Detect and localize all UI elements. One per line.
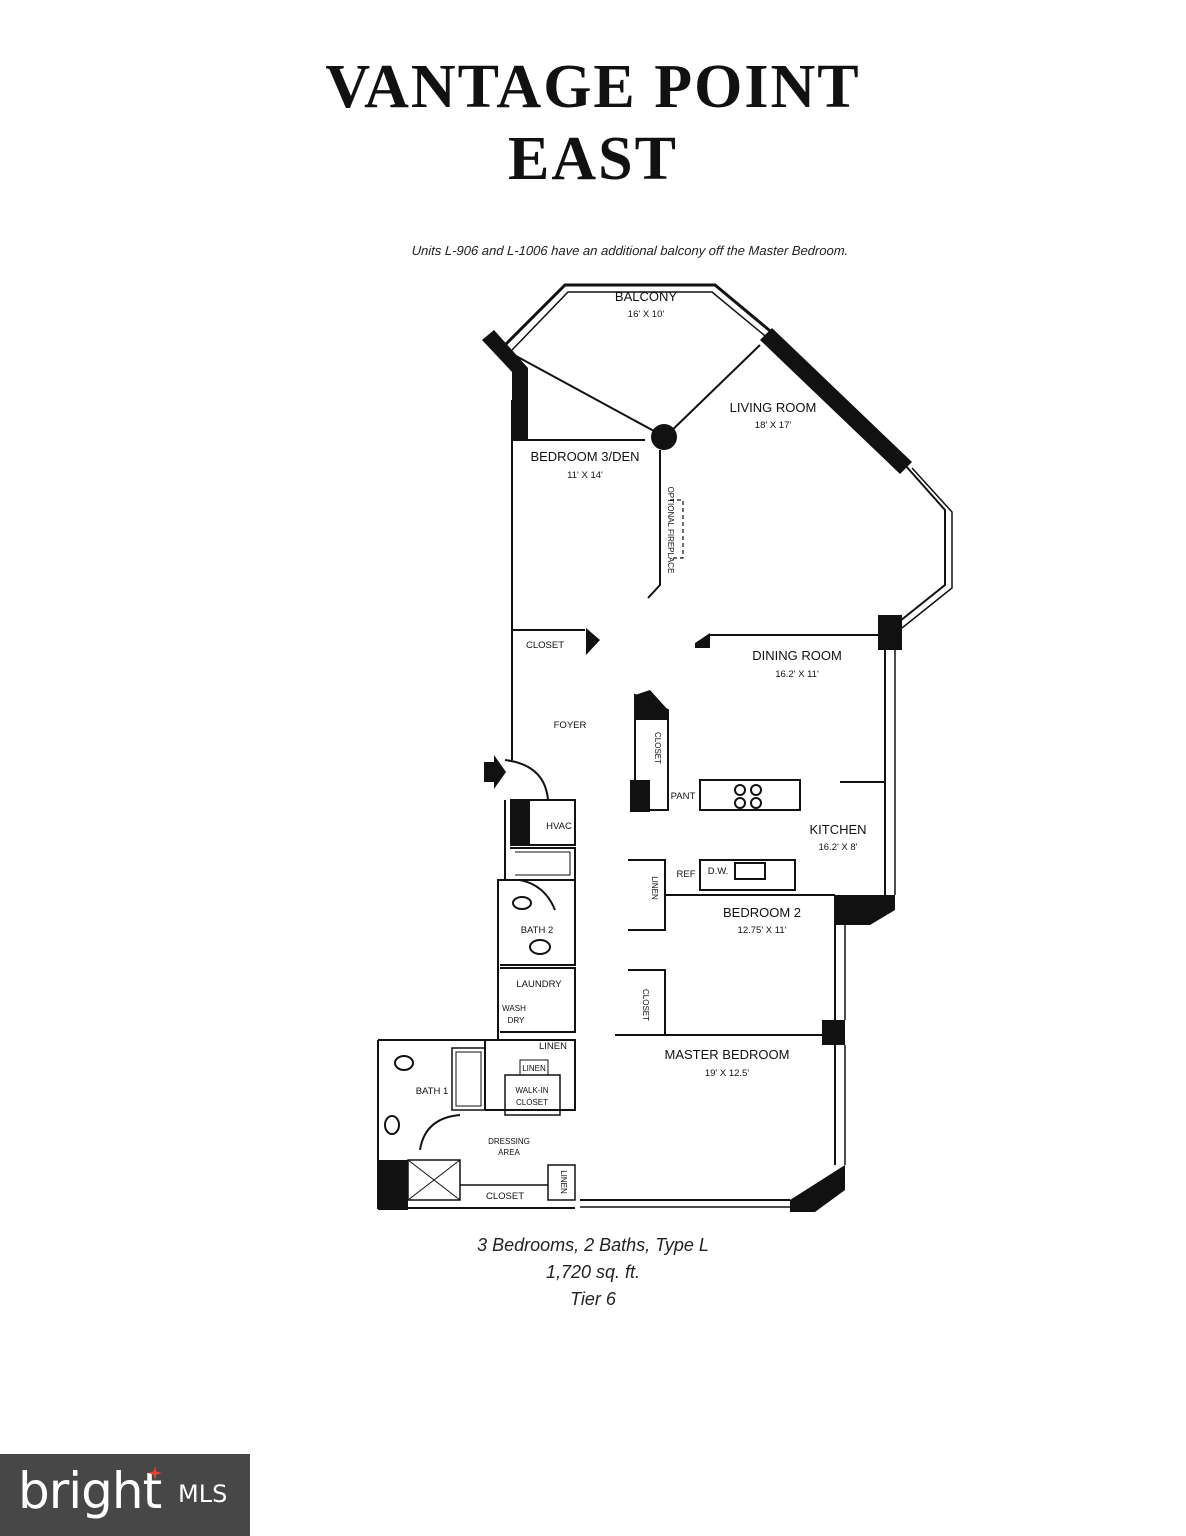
dishwasher-label: D.W. (708, 866, 729, 877)
balcony-label: BALCONY (615, 289, 677, 304)
balcony-dim: 16' X 10' (628, 309, 665, 320)
living-room-dim: 18' X 17' (755, 420, 792, 431)
logo-word: bright (18, 1462, 162, 1520)
building-title-line2: EAST (508, 125, 678, 193)
dining-room-label: DINING ROOM (752, 648, 842, 663)
logo-mls: MLS (178, 1480, 228, 1508)
hvac-label: HVAC (546, 821, 572, 832)
bedroom3-dim: 11' X 14' (567, 470, 603, 481)
bedroom2-dim: 12.75' X 11' (738, 925, 787, 936)
master-linen-label: LINEN (559, 1170, 568, 1194)
kitchen-label: KITCHEN (809, 822, 866, 837)
master-bedroom-dim: 19' X 12.5' (705, 1068, 749, 1079)
unit-summary: 3 Bedrooms, 2 Baths, Type L (477, 1235, 709, 1255)
master-closet-label: CLOSET (486, 1191, 524, 1202)
bright-mls-logo: bright MLS (0, 1454, 250, 1536)
hall-linen-label: LINEN (650, 876, 659, 900)
bath1-label: BATH 1 (416, 1086, 449, 1097)
bedroom2-label: BEDROOM 2 (723, 905, 801, 920)
foyer-closet-label: CLOSET (653, 732, 662, 764)
bath2-label: BATH 2 (521, 925, 554, 936)
bedroom3-closet-label: CLOSET (526, 640, 564, 651)
bedroom3-label: BEDROOM 3/DEN (530, 449, 639, 464)
bedroom2-closet-label: CLOSET (641, 989, 650, 1021)
master-bedroom-label: MASTER BEDROOM (665, 1047, 790, 1062)
logo-spark-icon (148, 1466, 162, 1480)
foyer-label: FOYER (554, 720, 587, 731)
dressing-area-label-line2: AREA (498, 1148, 520, 1157)
laundry-label: LAUNDRY (516, 979, 562, 990)
building-title: VANTAGE POINT (325, 53, 861, 121)
unit-tier: Tier 6 (570, 1289, 616, 1309)
walk-in-closet-label: WALK-IN (515, 1086, 548, 1095)
laundry-linen-label: LINEN (539, 1041, 567, 1052)
dining-room-dim: 16.2' X 11' (775, 669, 819, 680)
pantry-label: PANT (671, 791, 696, 802)
unit-square-footage: 1,720 sq. ft. (545, 1262, 641, 1282)
dryer-label: DRY (508, 1016, 525, 1025)
walk-in-closet-label-line2: CLOSET (516, 1098, 548, 1107)
washer-label: WASH (502, 1004, 526, 1013)
ref-label: REF (677, 869, 696, 880)
dressing-area-label: DRESSING (488, 1137, 530, 1146)
fireplace-label: OPTIONAL FIREPLACE (666, 487, 675, 574)
living-room-label: LIVING ROOM (730, 400, 817, 415)
walkin-linen-label: LINEN (522, 1064, 546, 1073)
kitchen-dim: 16.2' X 8' (818, 842, 857, 853)
